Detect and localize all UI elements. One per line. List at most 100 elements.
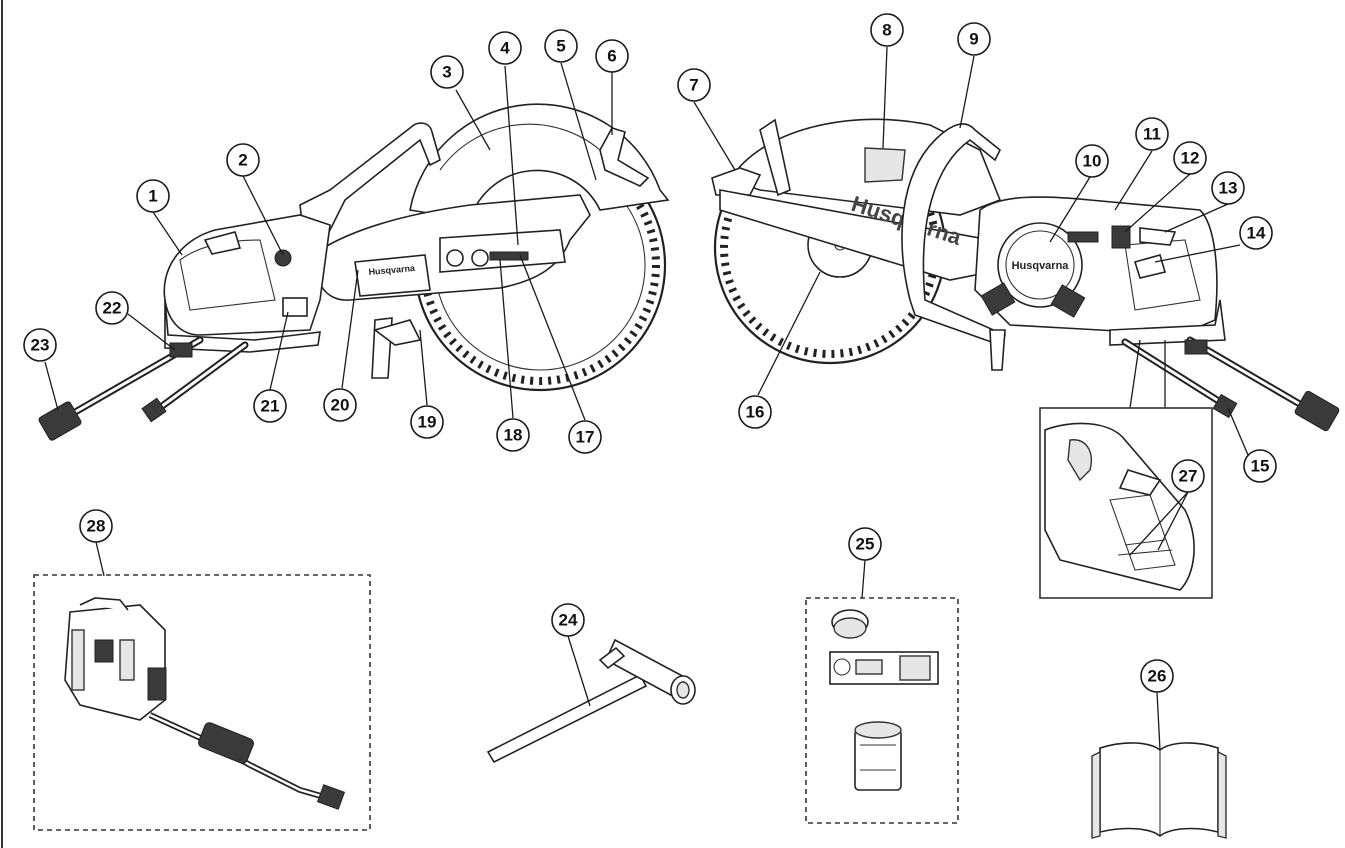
blade-segments (420, 145, 660, 385)
svg-text:6: 6 (607, 47, 616, 66)
start-button (274, 249, 292, 267)
support-foot-right (989, 329, 1006, 371)
kit-box-28 (33, 574, 371, 831)
power-cutter-left-view: Husqvarna (38, 103, 670, 441)
display-led (1067, 231, 1099, 243)
callout-5: 5 (544, 29, 578, 63)
callout-14: 14 (1239, 216, 1273, 250)
belt-guard (439, 229, 566, 273)
water-valve-left (169, 342, 193, 358)
svg-text:12: 12 (1181, 149, 1200, 168)
kit-box-25 (805, 597, 959, 824)
callout-27: 27 (1171, 459, 1205, 493)
svg-text:14: 14 (1247, 224, 1266, 243)
motor-cover (997, 222, 1083, 308)
motor-housing-left (163, 214, 331, 336)
logo-plate-left (354, 254, 431, 297)
svg-text:11: 11 (1143, 125, 1161, 144)
front-handle-right (901, 123, 1007, 346)
svg-text:1: 1 (148, 187, 157, 206)
callout-12: 12 (1173, 141, 1207, 175)
rear-handle-right (1109, 299, 1226, 346)
svg-text:18: 18 (504, 426, 523, 445)
callout-2: 2 (226, 143, 260, 177)
callout-15: 15 (1243, 449, 1277, 483)
callout-9: 9 (957, 22, 991, 56)
svg-text:22: 22 (103, 299, 122, 318)
callout-17: 17 (568, 420, 602, 454)
power-cutter-right-view: Husqvarna Husqvarna (711, 118, 1340, 432)
svg-text:25: 25 (856, 535, 875, 554)
handle-detail-inset (1039, 339, 1213, 599)
svg-text:2: 2 (238, 151, 247, 170)
power-supply-unit (64, 604, 166, 721)
svg-text:23: 23 (31, 336, 50, 355)
water-connector-left (141, 397, 167, 423)
guard-adjust-handle (599, 127, 650, 187)
front-handle-left (299, 122, 441, 251)
svg-text:15: 15 (1251, 457, 1270, 476)
svg-text:20: 20 (331, 396, 350, 415)
power-switch-left (282, 297, 308, 317)
callout-13: 13 (1211, 171, 1245, 205)
blade-guard (409, 103, 670, 221)
callout-22: 22 (95, 291, 129, 325)
cutting-arm-right (719, 189, 1002, 281)
svg-text:17: 17 (576, 428, 595, 447)
callout-23: 23 (23, 328, 57, 362)
callout-16: 16 (738, 395, 772, 429)
power-connector-right (1294, 390, 1340, 432)
callout-21: 21 (253, 389, 287, 423)
callout-3: 3 (430, 55, 464, 89)
svg-text:16: 16 (746, 403, 765, 422)
brand-logo-left: Husqvarna (368, 263, 416, 277)
throttle-lockout (1133, 254, 1167, 279)
callout-20: 20 (323, 388, 357, 422)
combination-wrench (486, 638, 696, 764)
callout-19: 19 (410, 405, 444, 439)
brand-logo-motor: Husqvarna (1012, 260, 1070, 272)
svg-text:21: 21 (261, 397, 280, 416)
warning-label (864, 147, 906, 183)
power-supply-kit (33, 574, 371, 831)
svg-text:13: 13 (1219, 179, 1238, 198)
callout-18: 18 (496, 418, 530, 452)
svg-text:3: 3 (442, 63, 451, 82)
svg-text:8: 8 (882, 21, 891, 40)
callout-1: 1 (136, 179, 170, 213)
svg-text:9: 9 (969, 30, 978, 49)
callout-11: 11 (1135, 117, 1169, 151)
accessory-kit (805, 597, 959, 824)
svg-text:7: 7 (689, 76, 698, 95)
callout-7: 7 (677, 68, 711, 102)
water-connector-right (1212, 393, 1238, 419)
svg-text:28: 28 (87, 517, 106, 536)
rear-handle-top (1139, 227, 1177, 246)
water-valve-right (1184, 339, 1208, 355)
motor-clamp-lower (980, 282, 1016, 316)
svg-text:19: 19 (418, 413, 437, 432)
callout-26: 26 (1140, 659, 1174, 693)
hose-coupling (854, 729, 902, 791)
operators-manual (1091, 742, 1227, 839)
callout-24: 24 (551, 603, 585, 637)
svg-text:10: 10 (1083, 152, 1102, 171)
svg-text:27: 27 (1179, 467, 1198, 486)
callout-25: 25 (848, 527, 882, 561)
callout-8: 8 (870, 13, 904, 47)
callout-4: 4 (488, 31, 522, 65)
svg-text:26: 26 (1148, 667, 1167, 686)
motor-clamp-right (1050, 284, 1086, 318)
svg-text:5: 5 (556, 37, 565, 56)
callout-28: 28 (79, 509, 113, 543)
cable-plug (316, 784, 346, 810)
inline-controller (198, 722, 254, 764)
power-connector-left (38, 401, 82, 441)
svg-text:24: 24 (559, 611, 578, 630)
callout-10: 10 (1075, 144, 1109, 178)
svg-text:4: 4 (500, 39, 510, 58)
callout-6: 6 (595, 39, 629, 73)
guard-handle-right (759, 118, 791, 197)
leader-lines (44, 46, 1249, 751)
